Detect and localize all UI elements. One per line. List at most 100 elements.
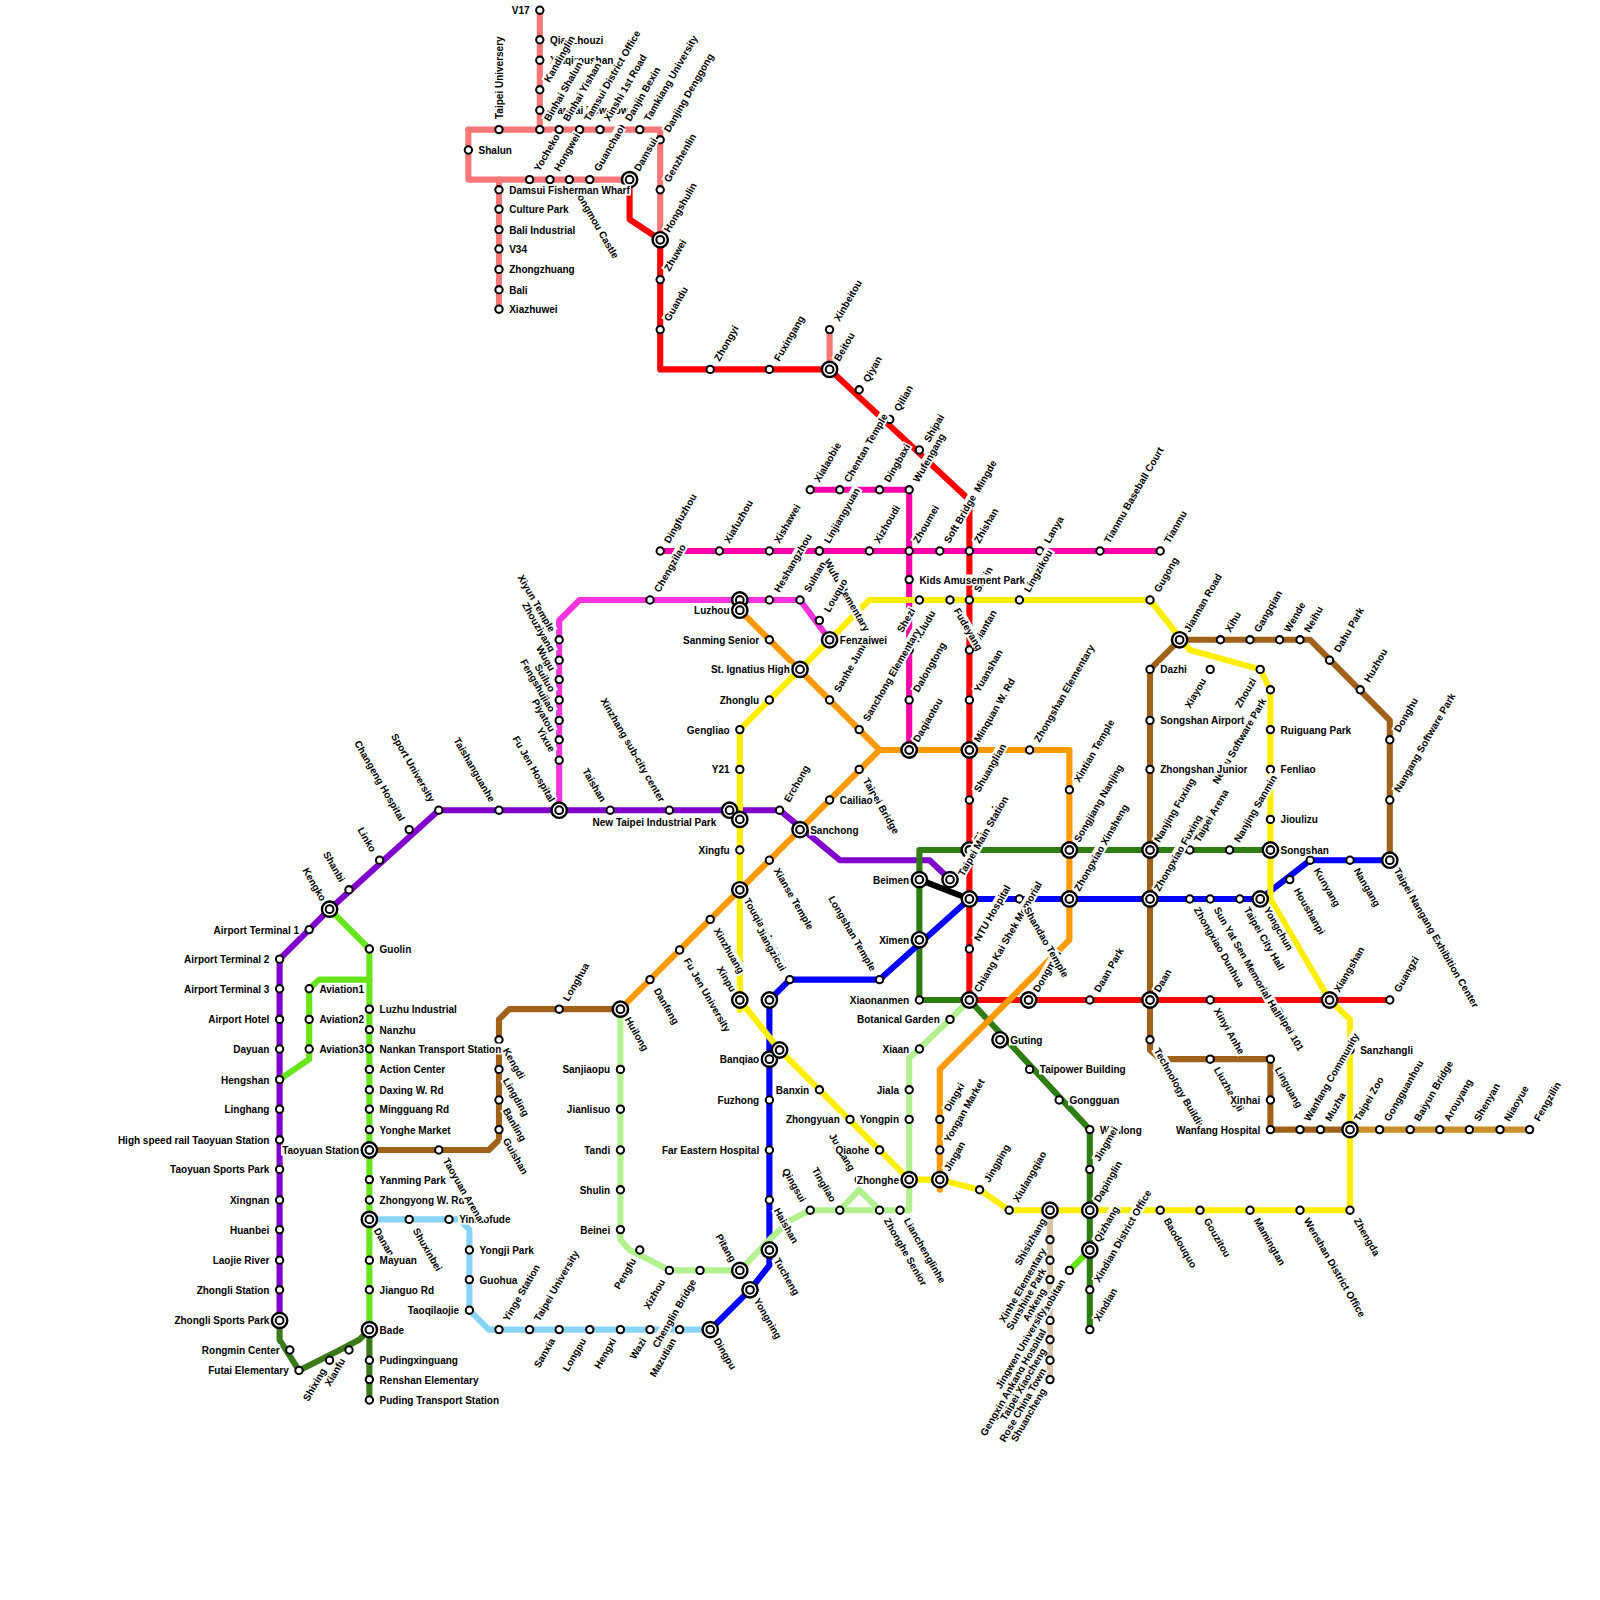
- station-label: Linko: [354, 824, 378, 854]
- station-marker: [776, 1046, 784, 1054]
- station-marker: [445, 1216, 452, 1223]
- station-marker: [1025, 996, 1032, 1003]
- station-marker: [905, 1176, 913, 1184]
- station-marker: [495, 1096, 502, 1103]
- station-label: Taipei Nangang Exhibition Center: [1391, 866, 1481, 1011]
- station-marker: [796, 666, 804, 674]
- station-marker: [1086, 1126, 1093, 1133]
- station-label: Kids Amusement Park: [918, 574, 1026, 585]
- station-label: Jianguo Rd: [379, 1284, 435, 1295]
- station-label: Mingguang Rd: [379, 1104, 450, 1115]
- station-marker: [732, 603, 747, 618]
- station-marker: [276, 1317, 284, 1325]
- station-marker: [1046, 1206, 1054, 1214]
- station-marker: [906, 746, 913, 753]
- station-marker: [617, 1106, 624, 1113]
- station-marker: [366, 1357, 373, 1364]
- station-marker: [526, 1326, 533, 1333]
- station-marker: [902, 742, 917, 757]
- station-marker: [366, 1326, 373, 1333]
- station-marker: [1317, 1126, 1324, 1133]
- station-label: Zhonglu: [719, 695, 760, 706]
- station-marker: [495, 186, 502, 193]
- station-marker: [736, 886, 743, 893]
- station-marker: [792, 662, 807, 677]
- station-label: New Taipei Industrial Park: [592, 817, 718, 828]
- station-marker: [366, 1045, 373, 1052]
- station-marker: [906, 1086, 913, 1093]
- station-label: Xiaonanmen: [849, 995, 910, 1006]
- station-marker: [736, 766, 743, 773]
- station-marker: [362, 1322, 377, 1337]
- station-label: Fenzaiwei: [839, 634, 888, 645]
- station-marker: [495, 226, 502, 233]
- station-marker: [1296, 1207, 1303, 1214]
- station-marker: [936, 1176, 943, 1183]
- station-marker: [1176, 636, 1184, 644]
- station-marker: [916, 876, 923, 883]
- station-marker: [465, 146, 472, 153]
- station-label: Wanfang Hospital: [1175, 1124, 1261, 1135]
- station-label: Nangang: [1351, 866, 1383, 910]
- station-marker: [676, 1326, 683, 1333]
- station-marker: [762, 992, 777, 1007]
- station-label: Fuzhong: [717, 1095, 761, 1106]
- station-marker: [796, 826, 803, 833]
- station-marker: [962, 992, 977, 1007]
- station-marker: [556, 1326, 563, 1333]
- station-marker: [362, 1212, 377, 1227]
- station-marker: [366, 1376, 373, 1383]
- station-marker: [932, 1172, 947, 1187]
- station-label: Huilong: [622, 1015, 651, 1054]
- station-marker: [732, 812, 747, 827]
- station-marker: [366, 1106, 373, 1113]
- station-marker: [1407, 1126, 1414, 1133]
- station-marker: [617, 1326, 624, 1333]
- station-marker: [896, 1207, 903, 1214]
- station-marker: [435, 1146, 442, 1153]
- station-marker: [366, 1216, 374, 1224]
- station-label: Daxing W. Rd: [379, 1084, 445, 1095]
- station-marker: [326, 905, 334, 913]
- line-yellow: [740, 600, 1350, 1210]
- line-purple: [280, 810, 950, 1320]
- station-label: Chentan Temple: [841, 410, 890, 484]
- station-marker: [1146, 846, 1153, 853]
- station-marker: [732, 882, 747, 897]
- station-marker: [1386, 857, 1393, 864]
- station-marker: [495, 1326, 502, 1333]
- station-marker: [766, 1056, 773, 1063]
- station-label: Haishan: [771, 1205, 801, 1246]
- station-label: Sanxia: [531, 1335, 558, 1370]
- station-label: Gouzitou: [1201, 1216, 1233, 1261]
- station-marker: [826, 636, 834, 644]
- station-marker: [966, 547, 973, 554]
- station-marker: [966, 996, 973, 1003]
- station-marker: [1267, 726, 1274, 733]
- station-label: Botanical Garden: [856, 1014, 941, 1025]
- station-marker: [1146, 766, 1153, 773]
- station-label: Tucheng: [771, 1255, 802, 1298]
- station-marker: [1256, 895, 1264, 903]
- station-label: Nangang Software Park: [1391, 690, 1458, 794]
- station-label: Erchong: [781, 762, 812, 804]
- station-marker: [736, 1267, 744, 1275]
- station-marker: [796, 596, 803, 603]
- station-marker: [366, 1146, 374, 1154]
- station-label: Jingping: [981, 1141, 1012, 1184]
- station-label: Qiyan: [861, 353, 885, 384]
- station-marker: [1046, 1317, 1053, 1324]
- station-marker: [726, 806, 734, 814]
- station-marker: [1082, 1203, 1097, 1218]
- station-label: Mayuan: [379, 1255, 418, 1266]
- station-label: Daan: [1151, 966, 1174, 994]
- station-marker: [902, 1172, 917, 1187]
- station-marker: [366, 1257, 373, 1264]
- station-marker: [626, 176, 633, 183]
- station-marker: [1146, 1036, 1153, 1043]
- station-marker: [742, 1282, 757, 1297]
- station-label: Dingpu: [712, 1335, 740, 1372]
- station-marker: [1267, 846, 1275, 854]
- station-marker: [1176, 636, 1183, 643]
